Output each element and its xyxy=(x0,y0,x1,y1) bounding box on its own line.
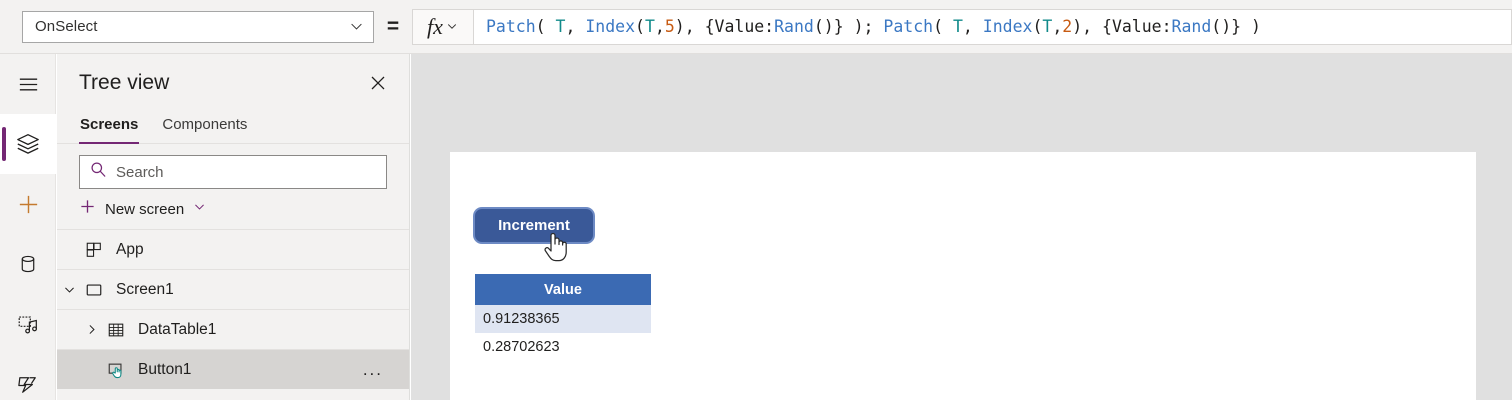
left-icon-rail xyxy=(0,54,56,400)
formula-token: ()} ); xyxy=(813,17,884,36)
tab-label: Components xyxy=(162,116,248,133)
formula-token: Patch xyxy=(883,17,934,36)
search-region: Search xyxy=(57,144,409,189)
formula-bar-region: OnSelect = fx Patch( T, Index(T,5), {Val… xyxy=(0,0,1512,54)
formula-token: Rand xyxy=(1171,17,1212,36)
tree-item-screen1[interactable]: Screen1 xyxy=(57,269,409,309)
search-placeholder: Search xyxy=(116,163,164,181)
rail-item-tree-view-layers[interactable] xyxy=(0,114,56,174)
formula-token: ()} ) xyxy=(1211,17,1261,36)
chevron-down-icon xyxy=(446,20,459,33)
formula-token: T xyxy=(644,17,655,36)
close-icon[interactable] xyxy=(367,72,389,94)
formula-token: ( xyxy=(933,17,953,36)
datatable-icon xyxy=(103,321,129,339)
new-screen-label: New screen xyxy=(105,200,185,218)
new-screen-button[interactable]: New screen xyxy=(57,189,409,220)
power-automate-icon xyxy=(16,372,41,397)
increment-button[interactable]: Increment xyxy=(475,209,593,242)
app-canvas[interactable]: Increment Value 0.91238365 0.28702623 xyxy=(450,152,1476,400)
formula-token: , xyxy=(654,17,665,36)
formula-token: ), {Value: xyxy=(674,17,775,36)
property-select[interactable]: OnSelect xyxy=(22,10,374,43)
tree-view-layers-icon xyxy=(15,131,41,157)
tree-view-panel: Tree view Screens Components Search xyxy=(57,54,410,400)
formula-token: T xyxy=(1042,17,1053,36)
tree-item-button1[interactable]: Button1... xyxy=(57,349,409,389)
tree-view-tabs: Screens Components xyxy=(57,112,409,144)
data-table-header: Value xyxy=(475,274,651,305)
more-options-icon[interactable]: ... xyxy=(362,359,383,379)
column-header-value: Value xyxy=(544,281,582,298)
rail-item-hamburger-menu[interactable] xyxy=(0,54,56,114)
rail-item-data-cylinder[interactable] xyxy=(0,234,56,294)
hamburger-menu-icon xyxy=(16,72,41,97)
table-row[interactable]: 0.28702623 xyxy=(475,333,651,361)
data-table-body: 0.91238365 0.28702623 xyxy=(475,305,651,361)
page-title: Tree view xyxy=(79,71,170,94)
tab-components[interactable]: Components xyxy=(161,112,248,143)
tree-item-app[interactable]: App xyxy=(57,229,409,269)
table-cell-value: 0.28702623 xyxy=(483,339,560,355)
formula-token: Patch xyxy=(486,17,536,36)
screen-icon xyxy=(81,281,107,299)
rail-item-power-automate[interactable] xyxy=(0,354,56,400)
plus-icon xyxy=(79,198,96,220)
increment-button-label: Increment xyxy=(498,217,570,234)
equals-sign: = xyxy=(386,14,400,38)
formula-token: T xyxy=(555,17,566,36)
tab-label: Screens xyxy=(80,116,139,133)
table-row[interactable]: 0.91238365 xyxy=(475,305,651,333)
formula-token: Index xyxy=(585,17,636,36)
button-icon xyxy=(103,361,129,379)
canvas-stage: Increment Value 0.91238365 0.28702623 xyxy=(411,54,1512,400)
formula-token: 2 xyxy=(1062,17,1073,36)
formula-token: , xyxy=(1052,17,1063,36)
formula-token: T xyxy=(952,17,963,36)
formula-token: , xyxy=(565,17,586,36)
tree-item-label: Screen1 xyxy=(116,280,174,298)
media-icon xyxy=(16,312,40,336)
chevron-right-icon[interactable] xyxy=(79,323,103,336)
tree-item-label: Button1 xyxy=(138,360,192,378)
search-input[interactable]: Search xyxy=(79,155,387,189)
table-cell-value: 0.91238365 xyxy=(483,311,560,327)
formula-token: Rand xyxy=(774,17,814,36)
formula-token: 5 xyxy=(664,17,675,36)
search-icon xyxy=(90,161,107,183)
app-grid-icon xyxy=(81,241,107,259)
rail-item-insert-plus[interactable] xyxy=(0,174,56,234)
formula-input[interactable]: Patch( T, Index(T,5), {Value:Rand()} ); … xyxy=(474,8,1512,45)
tab-screens[interactable]: Screens xyxy=(79,112,140,144)
tree-view-header: Tree view xyxy=(57,54,409,112)
fx-label: fx xyxy=(427,13,443,39)
chevron-down-icon xyxy=(193,200,206,218)
formula-token: , xyxy=(962,17,983,36)
data-cylinder-icon xyxy=(16,252,40,276)
data-table[interactable]: Value 0.91238365 0.28702623 xyxy=(475,274,651,361)
tree-item-datatable1[interactable]: DataTable1 xyxy=(57,309,409,349)
property-select-value: OnSelect xyxy=(35,18,98,35)
fx-button[interactable]: fx xyxy=(412,8,474,45)
chevron-down-icon[interactable] xyxy=(57,283,81,296)
formula-token: ( xyxy=(1032,17,1043,36)
formula-token: ( xyxy=(535,17,556,36)
tree-item-label: DataTable1 xyxy=(138,320,217,338)
tree-item-label: App xyxy=(116,240,144,258)
insert-plus-icon xyxy=(16,192,41,217)
formula-token: Index xyxy=(982,17,1033,36)
rail-item-media[interactable] xyxy=(0,294,56,354)
formula-token: ), {Value: xyxy=(1072,17,1172,36)
formula-token: ( xyxy=(635,17,645,36)
chevron-down-icon xyxy=(350,20,363,33)
